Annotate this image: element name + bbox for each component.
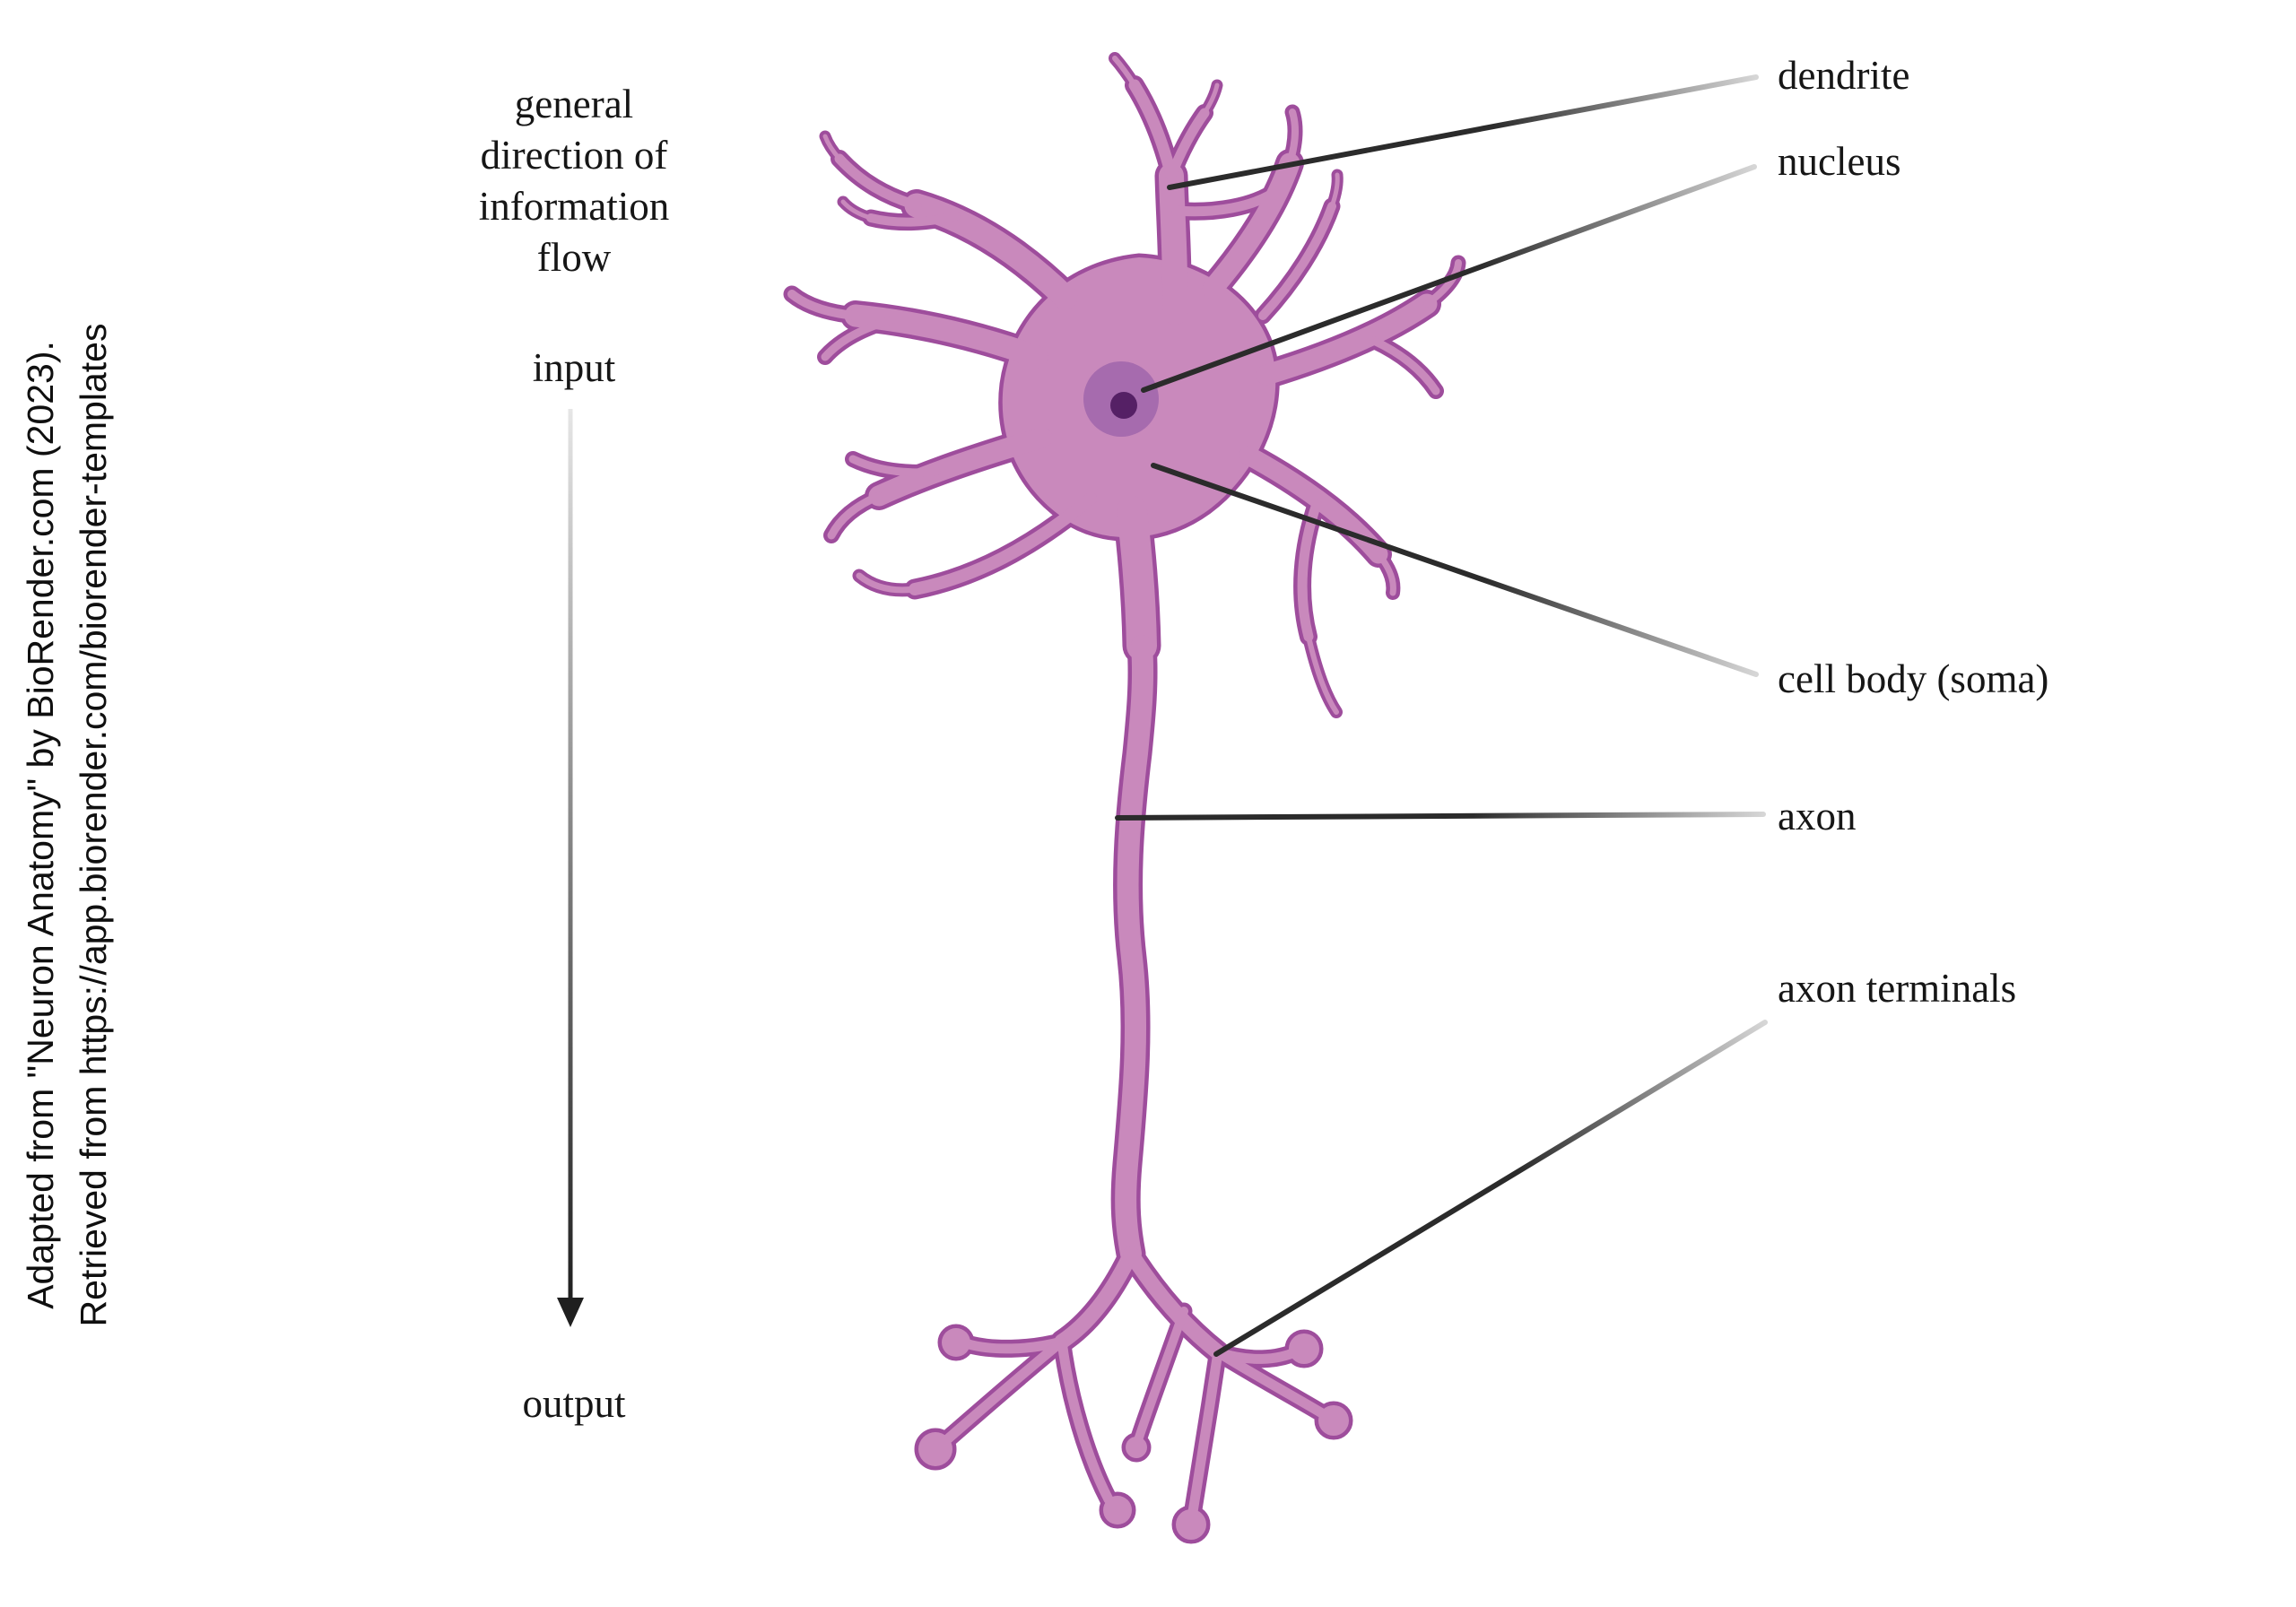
flow-caption-line: general [514, 82, 634, 126]
axon-terminal-bulb [1318, 1405, 1349, 1436]
dendrite-branch-segment [1171, 176, 1175, 312]
flow-output-label: output [522, 1381, 626, 1426]
dendrite-leader-line [1167, 74, 1759, 190]
axon-segment [1132, 511, 1142, 646]
nucleus-leader-line [1141, 164, 1757, 393]
dendrite-branch-segment [1213, 163, 1290, 289]
flow-caption-line: direction of [480, 133, 668, 178]
flow-input-label: input [532, 345, 616, 390]
flow-caption: general direction of information flow [386, 79, 762, 283]
cell-body-leader-line [1151, 463, 1759, 677]
axon-terminal-branch [1138, 1311, 1184, 1440]
axon-terminal-bulb [918, 1432, 952, 1466]
flow-caption-line: information [478, 184, 670, 229]
label-axon-terminals: axon terminals [1778, 966, 2017, 1011]
label-nucleus: nucleus [1778, 139, 1901, 184]
label-axon: axon [1778, 794, 1857, 838]
axon-terminal-bulb [942, 1328, 970, 1357]
label-dendrite: dendrite [1778, 53, 1910, 98]
axon-terminals-leader-line [1213, 1020, 1768, 1357]
label-cell-body: cell body (soma) [1778, 656, 2049, 701]
citation-line-1: Adapted from "Neuron Anatomy" by BioRend… [20, 341, 61, 1309]
axon-terminal-bulb [1176, 1509, 1206, 1540]
axon-terminal-bulb [1103, 1496, 1132, 1524]
axon-terminal-bulb [1126, 1437, 1147, 1458]
flow-arrow-head-icon [557, 1298, 584, 1327]
citation: Adapted from "Neuron Anatomy" by BioRend… [14, 206, 120, 1444]
neuron-fill-pass [792, 58, 1458, 1540]
flow-caption-line: flow [536, 235, 612, 280]
citation-line-2: Retrieved from https://app.biorender.com… [73, 323, 114, 1327]
axon-leader-line [1115, 812, 1766, 821]
axon-terminal-branch [1062, 1254, 1131, 1342]
nucleolus-shape [1110, 392, 1137, 419]
axon-terminal-bulb [1289, 1333, 1319, 1364]
